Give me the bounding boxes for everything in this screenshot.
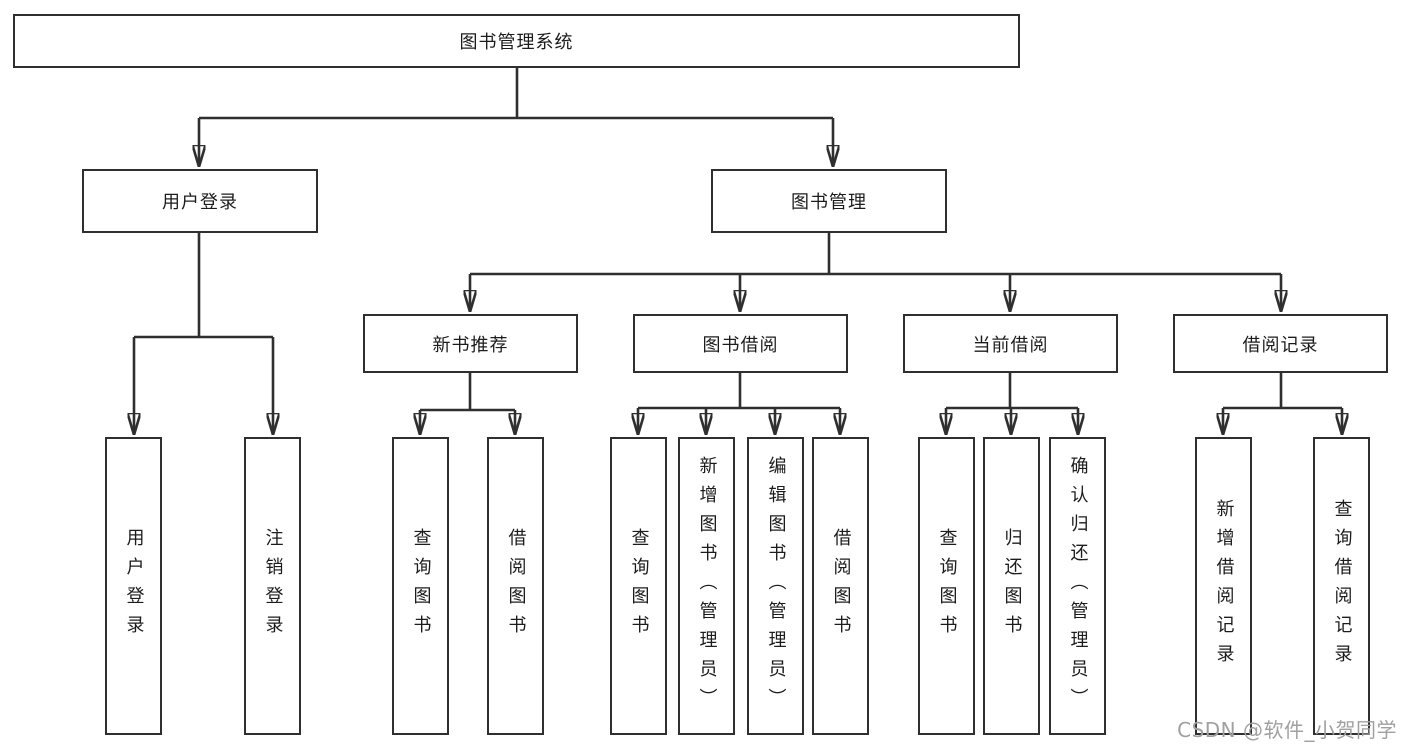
connector-user-login-to-leaves xyxy=(134,233,273,434)
leaf-query-books-recommend: 查询图书 xyxy=(392,437,449,735)
node-current-borrow: 当前借阅 xyxy=(903,314,1118,373)
connector-borrow-records-to-leaves xyxy=(1223,373,1342,434)
leaf-query-books-current: 查询图书 xyxy=(918,437,975,735)
node-label: 图书借阅 xyxy=(702,334,779,356)
leaf-logout: 注销登录 xyxy=(244,437,301,735)
leaf-edit-book-admin: 编辑图书（管理员） xyxy=(747,437,804,735)
node-label: 用户登录 xyxy=(162,192,238,213)
connector-root-to-level2 xyxy=(199,68,833,166)
leaf-label: 借阅图书 xyxy=(830,528,852,644)
leaf-label: 用户登录 xyxy=(123,528,145,644)
node-book-management: 图书管理 xyxy=(711,169,947,233)
connector-new-book-to-leaves xyxy=(420,373,515,434)
leaf-label: 新增借阅记录 xyxy=(1213,499,1235,673)
csdn-watermark: CSDN @软件_小贺同学 xyxy=(1177,718,1397,742)
leaf-query-borrow-record: 查询借阅记录 xyxy=(1313,437,1370,735)
node-book-borrow: 图书借阅 xyxy=(633,314,848,373)
leaf-confirm-return-admin: 确认归还（管理员） xyxy=(1049,437,1106,735)
node-root-library-system: 图书管理系统 xyxy=(13,14,1020,68)
node-label: 图书管理系统 xyxy=(459,32,574,53)
node-user-login: 用户登录 xyxy=(82,169,318,233)
leaf-label: 确认归还（管理员） xyxy=(1067,455,1089,717)
leaf-label: 查询图书 xyxy=(628,528,650,644)
leaf-label: 借阅图书 xyxy=(505,528,527,644)
leaf-user-login: 用户登录 xyxy=(105,437,162,735)
leaf-label: 新增图书（管理员） xyxy=(696,455,718,717)
leaf-borrow-books-recommend: 借阅图书 xyxy=(487,437,544,735)
leaf-label: 注销登录 xyxy=(262,528,284,644)
node-label: 借阅记录 xyxy=(1242,334,1319,356)
leaf-label: 编辑图书（管理员） xyxy=(765,455,787,717)
node-borrow-records: 借阅记录 xyxy=(1173,314,1388,373)
leaf-label: 查询图书 xyxy=(410,528,432,644)
leaf-return-book: 归还图书 xyxy=(983,437,1040,735)
leaf-label: 查询图书 xyxy=(936,528,958,644)
node-label: 新书推荐 xyxy=(432,334,509,356)
leaf-query-books-borrow: 查询图书 xyxy=(610,437,667,735)
node-label: 当前借阅 xyxy=(972,334,1049,356)
leaf-label: 查询借阅记录 xyxy=(1331,499,1353,673)
connector-book-borrow-to-leaves xyxy=(638,373,840,434)
leaf-label: 归还图书 xyxy=(1001,528,1023,644)
connector-current-borrow-to-leaves xyxy=(946,373,1078,434)
node-label: 图书管理 xyxy=(791,192,867,213)
node-new-book-recommend: 新书推荐 xyxy=(363,314,578,373)
leaf-borrow-books: 借阅图书 xyxy=(812,437,869,735)
leaf-add-borrow-record: 新增借阅记录 xyxy=(1195,437,1252,735)
leaf-add-book-admin: 新增图书（管理员） xyxy=(678,437,735,735)
connector-book-mgmt-to-level3 xyxy=(470,233,1281,311)
